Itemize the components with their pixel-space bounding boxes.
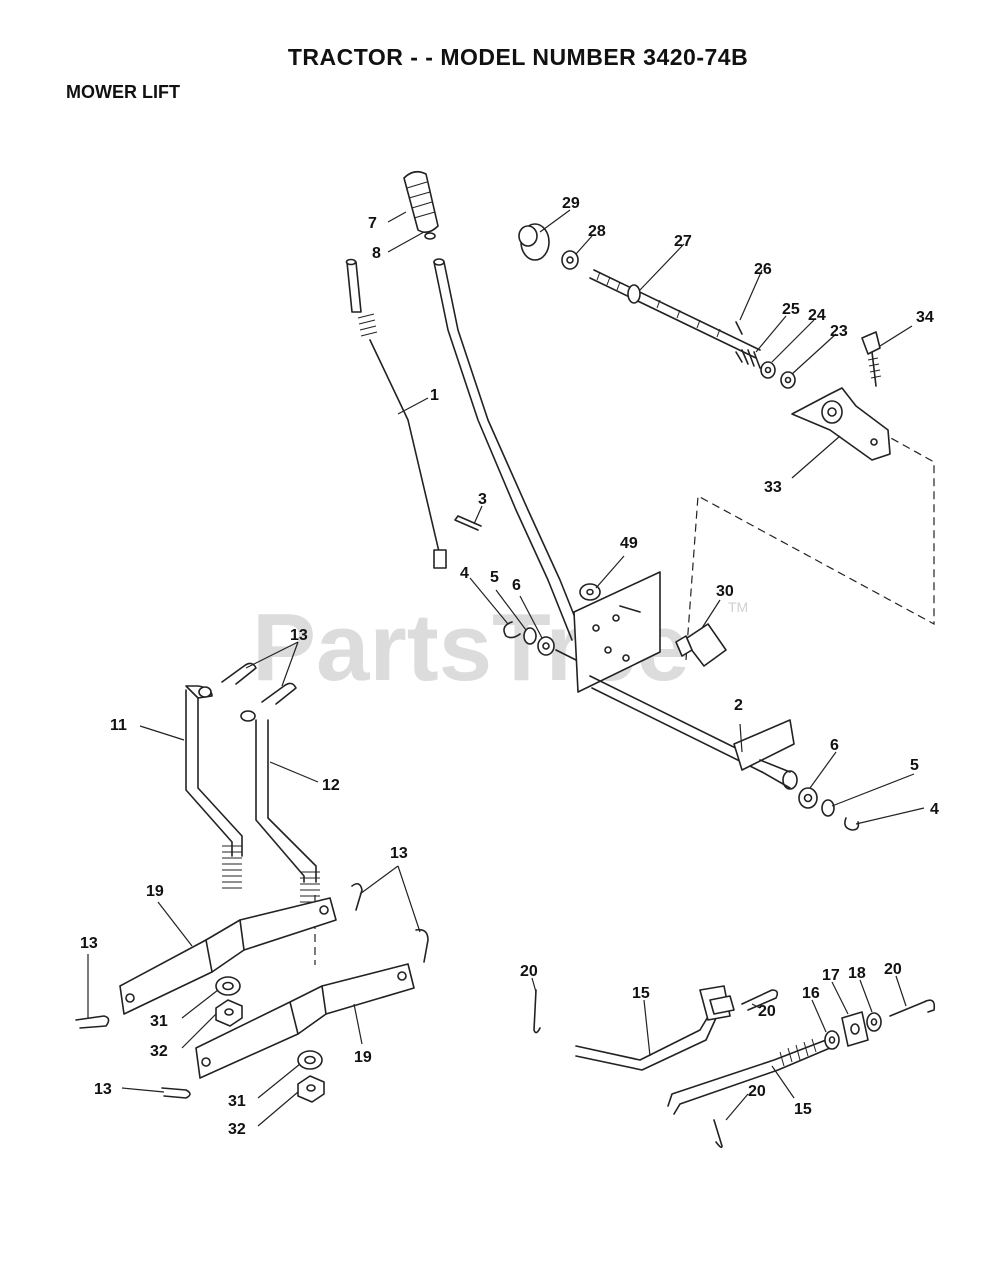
callout-3[interactable]: 3 xyxy=(478,491,487,508)
callout-13[interactable]: 13 xyxy=(290,627,308,644)
part-trunnion-nut[interactable] xyxy=(866,1012,882,1032)
callout-19-upper[interactable]: 19 xyxy=(146,883,164,900)
callout-30[interactable]: 30 xyxy=(716,583,734,600)
part-ring[interactable] xyxy=(424,232,436,240)
callout-18[interactable]: 18 xyxy=(848,965,866,982)
callout-11[interactable]: 11 xyxy=(110,717,127,734)
part-bushing-left[interactable] xyxy=(537,636,555,656)
part-cotter-pin-upper-a[interactable] xyxy=(221,662,257,685)
part-hairpin-clip-right[interactable] xyxy=(889,999,936,1017)
page-title: TRACTOR - - MODEL NUMBER 3420-74B xyxy=(287,44,749,70)
part-release-rod[interactable] xyxy=(345,258,447,569)
callout-4-right[interactable]: 4 xyxy=(930,801,939,818)
part-hairpin-clip-upper[interactable] xyxy=(741,989,779,1011)
part-lift-arm-upper[interactable] xyxy=(119,897,337,1015)
callout-19-lower[interactable]: 19 xyxy=(354,1049,372,1066)
callout-23[interactable]: 23 xyxy=(830,323,848,340)
callout-15-upper[interactable]: 15 xyxy=(632,985,650,1002)
part-lift-link-left[interactable] xyxy=(185,685,243,889)
part-adjustment-knob[interactable] xyxy=(518,223,550,261)
part-roll-pin[interactable] xyxy=(735,321,743,335)
callout-32-lower[interactable]: 32 xyxy=(228,1121,246,1138)
part-lift-handle[interactable] xyxy=(433,258,585,641)
callout-13-bottom[interactable]: 13 xyxy=(94,1081,112,1098)
callout-20-right[interactable]: 20 xyxy=(884,961,902,978)
callout-24[interactable]: 24 xyxy=(808,307,826,324)
callout-49[interactable]: 49 xyxy=(620,535,638,552)
callout-12[interactable]: 12 xyxy=(322,777,340,794)
part-spacer-upper[interactable] xyxy=(215,976,241,996)
part-cotter-pin-upper-b[interactable] xyxy=(261,682,297,705)
callout-27[interactable]: 27 xyxy=(674,233,692,250)
part-hairpin-clip-lower[interactable] xyxy=(713,1119,723,1149)
callout-31-upper[interactable]: 31 xyxy=(150,1013,168,1030)
callout-2[interactable]: 2 xyxy=(734,697,743,714)
part-lift-rod-lower[interactable] xyxy=(667,1038,831,1115)
callout-20-left[interactable]: 20 xyxy=(520,963,538,980)
callout-1[interactable]: 1 xyxy=(430,387,439,404)
part-cotter-pin-mid-a[interactable] xyxy=(351,882,363,911)
part-lift-link-right[interactable] xyxy=(240,710,320,915)
callout-26[interactable]: 26 xyxy=(754,261,772,278)
section-subtitle: MOWER LIFT xyxy=(66,82,180,102)
alignment-lines xyxy=(314,431,935,965)
callout-33[interactable]: 33 xyxy=(764,479,782,496)
part-plate-washer[interactable] xyxy=(579,583,601,601)
callout-16[interactable]: 16 xyxy=(802,985,820,1002)
leader-lines xyxy=(87,209,925,1127)
callout-32-upper[interactable]: 32 xyxy=(150,1043,168,1060)
callout-13-mid[interactable]: 13 xyxy=(390,845,408,862)
callout-15-lower[interactable]: 15 xyxy=(794,1101,812,1118)
callout-13-left[interactable]: 13 xyxy=(80,935,98,952)
part-washer-left[interactable] xyxy=(523,627,537,645)
part-spacer-lower[interactable] xyxy=(297,1050,323,1070)
callout-7[interactable]: 7 xyxy=(368,215,377,232)
part-washer-a[interactable] xyxy=(760,361,776,379)
part-lift-shaft[interactable] xyxy=(589,605,798,790)
part-pin[interactable] xyxy=(454,515,482,531)
callout-20-upper[interactable]: 20 xyxy=(758,1003,776,1020)
part-bolt[interactable] xyxy=(861,331,882,387)
part-trunnion[interactable] xyxy=(841,1011,869,1047)
part-mounting-bracket[interactable] xyxy=(791,387,891,461)
part-lift-rod-upper[interactable] xyxy=(575,985,735,1071)
part-washer-b[interactable] xyxy=(780,371,796,389)
part-nut-lower[interactable] xyxy=(297,1075,325,1103)
callout-34[interactable]: 34 xyxy=(916,309,934,326)
part-pivot-block[interactable] xyxy=(675,623,727,667)
callout-29[interactable]: 29 xyxy=(562,195,580,212)
part-nut-upper[interactable] xyxy=(215,999,243,1027)
part-cotter-pin-left[interactable] xyxy=(75,1015,110,1029)
callout-8[interactable]: 8 xyxy=(372,245,381,262)
callout-31-lower[interactable]: 31 xyxy=(228,1093,246,1110)
part-e-clip-left[interactable] xyxy=(503,621,521,639)
part-lift-plate[interactable] xyxy=(573,571,661,693)
callout-4[interactable]: 4 xyxy=(460,565,469,582)
callout-6-right[interactable]: 6 xyxy=(830,737,839,754)
part-compression-spring[interactable] xyxy=(735,349,761,369)
part-e-clip-right[interactable] xyxy=(844,817,860,831)
callout-20-lower[interactable]: 20 xyxy=(748,1083,766,1100)
part-cotter-pin-mid-b[interactable] xyxy=(415,928,429,963)
part-trunnion-washer[interactable] xyxy=(824,1030,840,1050)
part-lift-arm-lower[interactable] xyxy=(195,963,415,1079)
callout-5[interactable]: 5 xyxy=(490,569,499,586)
callout-28[interactable]: 28 xyxy=(588,223,606,240)
callout-17[interactable]: 17 xyxy=(822,967,840,984)
callout-labels: 7 8 29 28 27 26 25 24 23 34 1 33 3 49 4 … xyxy=(80,195,939,1138)
callout-6[interactable]: 6 xyxy=(512,577,521,594)
part-adjustment-rod[interactable] xyxy=(589,269,761,359)
watermark-trademark: TM xyxy=(728,599,748,615)
part-cotter-pin-bottom[interactable] xyxy=(161,1087,191,1099)
shaft-stub-left xyxy=(555,649,577,661)
callout-5-right[interactable]: 5 xyxy=(910,757,919,774)
part-washer-right[interactable] xyxy=(821,799,835,817)
part-hairpin-clip-left[interactable] xyxy=(533,989,541,1034)
part-grip[interactable] xyxy=(403,170,439,234)
part-knob-washer[interactable] xyxy=(561,250,579,270)
callout-25[interactable]: 25 xyxy=(782,301,800,318)
part-bushing-right[interactable] xyxy=(798,787,818,809)
